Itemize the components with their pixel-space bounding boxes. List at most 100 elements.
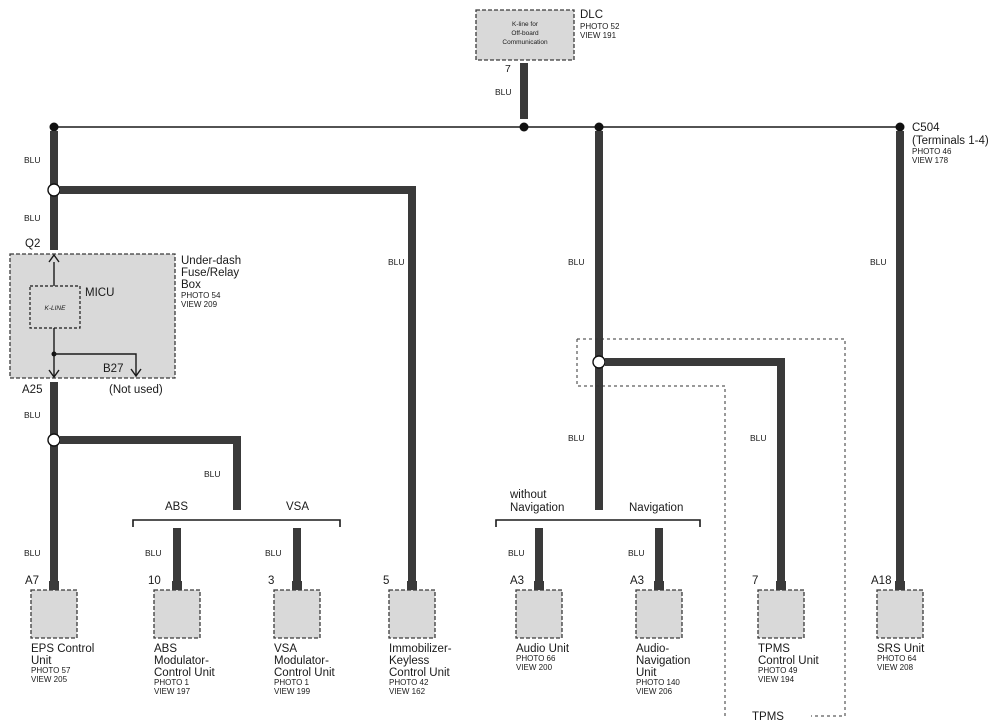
abs-vsa-option-bar	[132, 519, 341, 527]
dlc-box-text-3: Communication	[502, 39, 548, 46]
abs-unit-box	[153, 589, 201, 639]
vsa-unit-name: Modulator-	[274, 655, 329, 667]
abs-pin: 10	[148, 575, 161, 587]
wire-label: BLU	[24, 213, 41, 223]
splice-point	[47, 183, 61, 197]
micu-label: MICU	[85, 287, 114, 299]
junction-dot	[895, 122, 905, 132]
vsa-pin: 3	[268, 575, 274, 587]
immobilizer-unit-photo: PHOTO 42	[389, 678, 429, 687]
abs-unit-photo: PHOTO 1	[154, 678, 190, 687]
vsa-unit-box	[273, 589, 321, 639]
srs-unit-box	[876, 589, 924, 639]
audio-unit-photo: PHOTO 66	[516, 654, 556, 663]
splice-point	[592, 355, 606, 369]
wire-label: BLU	[24, 548, 41, 558]
junction-dot	[519, 122, 529, 132]
eps-unit-photo: PHOTO 57	[31, 666, 71, 675]
c504-photo: PHOTO 46	[912, 147, 952, 156]
vsa-unit-photo: PHOTO 1	[274, 678, 310, 687]
tpms-unit-box	[757, 589, 805, 639]
kline-label: K-LINE	[45, 305, 67, 312]
tpms-group-label: TPMS	[752, 711, 784, 723]
fuse-box-name-2: Fuse/Relay	[181, 267, 239, 279]
eps-unit-name: EPS Control	[31, 643, 94, 655]
wire-label: BLU	[24, 155, 41, 165]
wire-label: BLU	[870, 257, 887, 267]
option-without-nav-1: without	[509, 489, 547, 501]
junction-dot	[594, 122, 604, 132]
dlc-box	[475, 9, 575, 61]
abs-unit-name: Modulator-	[154, 655, 209, 667]
audio-pin: A3	[510, 575, 524, 587]
dlc-pin: 7	[505, 63, 511, 75]
audio-nav-connector	[654, 581, 664, 590]
wire-label: BLU	[568, 433, 585, 443]
tpms-option-outline	[576, 338, 846, 717]
tpms-unit-photo: PHOTO 49	[758, 666, 798, 675]
audio-nav-unit-photo: PHOTO 140	[636, 678, 680, 687]
wire-label: BLU	[495, 87, 512, 97]
wire-label: BLU	[145, 548, 162, 558]
vsa-unit-name: VSA	[274, 643, 297, 655]
vsa-unit-view: VIEW 199	[274, 687, 311, 696]
eps-unit-view: VIEW 205	[31, 675, 68, 684]
micu-box	[29, 285, 81, 329]
vsa-unit-name: Control Unit	[274, 667, 336, 679]
abs-unit-view: VIEW 197	[154, 687, 191, 696]
srs-unit-photo: PHOTO 64	[877, 654, 917, 663]
option-abs: ABS	[165, 501, 188, 513]
eps-unit-name: Unit	[31, 655, 52, 667]
tpms-unit-name: TPMS	[758, 643, 790, 655]
tpms-unit-view: VIEW 194	[758, 675, 795, 684]
b27-label: B27	[103, 363, 123, 375]
immobilizer-unit-box	[388, 589, 436, 639]
dlc-view: VIEW 191	[580, 31, 617, 40]
dlc-box-text-2: Off-board	[511, 30, 539, 37]
immobilizer-wire	[60, 186, 416, 585]
wire-label: BLU	[24, 410, 41, 420]
srs-connector	[895, 581, 905, 590]
wire-label: BLU	[388, 257, 405, 267]
wire-label: BLU	[508, 548, 525, 558]
fuse-pin-top: Q2	[25, 238, 40, 250]
arrow-down-icon	[48, 369, 60, 379]
fuse-box-photo: PHOTO 54	[181, 291, 221, 300]
nav-option-bar	[495, 519, 701, 527]
eps-connector	[49, 581, 59, 590]
immobilizer-pin: 5	[383, 575, 389, 587]
audio-unit-view: VIEW 200	[516, 663, 553, 672]
abs-unit-name: ABS	[154, 643, 177, 655]
audio-nav-unit-box	[635, 589, 683, 639]
audio-nav-unit-name: Audio-	[636, 643, 669, 655]
c504-sub: (Terminals 1-4)	[912, 135, 989, 147]
audio-nav-unit-name: Unit	[636, 667, 657, 679]
wire-label: BLU	[204, 469, 221, 479]
fuse-pin-bottom: A25	[22, 384, 42, 396]
wire-label: BLU	[568, 257, 585, 267]
fuse-box-view: VIEW 209	[181, 300, 218, 309]
arrow-up-icon	[48, 253, 60, 263]
abs-connector	[172, 581, 182, 590]
tpms-unit-name: Control Unit	[758, 655, 820, 667]
dlc-photo: PHOTO 52	[580, 22, 620, 31]
eps-unit-box	[30, 589, 78, 639]
option-vsa: VSA	[286, 501, 309, 513]
wire-label: BLU	[265, 548, 282, 558]
dlc-name: DLC	[580, 9, 603, 21]
immobilizer-unit-view: VIEW 162	[389, 687, 426, 696]
immobilizer-connector	[407, 581, 417, 590]
vsa-connector	[292, 581, 302, 590]
audio-nav-unit-view: VIEW 206	[636, 687, 673, 696]
fuse-box-name-1: Under-dash	[181, 255, 241, 267]
immobilizer-unit-name: Control Unit	[389, 667, 451, 679]
tpms-connector	[776, 581, 786, 590]
arrow-down-icon	[130, 368, 142, 378]
audio-nav-pin: A3	[630, 575, 644, 587]
immobilizer-unit-name: Immobilizer-	[389, 643, 452, 655]
not-used-label: (Not used)	[109, 384, 163, 396]
option-nav: Navigation	[629, 502, 683, 514]
srs-unit-view: VIEW 208	[877, 663, 914, 672]
